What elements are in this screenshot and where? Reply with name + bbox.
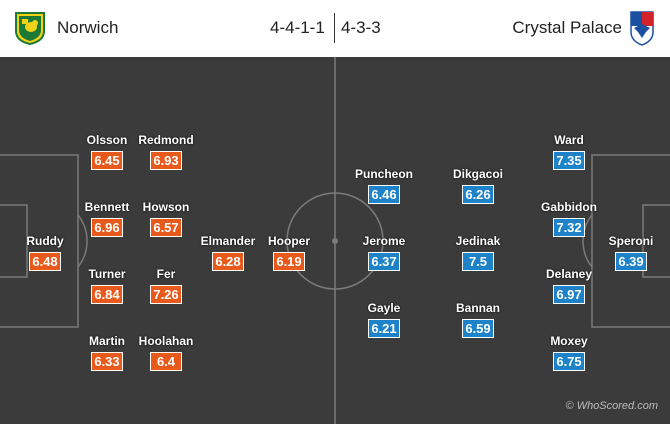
player-home-6: Howson 6.57 — [126, 200, 206, 237]
player-name: Delaney — [545, 267, 593, 281]
player-rating: 6.39 — [615, 252, 647, 271]
player-home-7: Fer 7.26 — [126, 267, 206, 304]
player-rating: 6.4 — [150, 352, 182, 371]
away-formation: 4-3-3 — [341, 18, 381, 37]
player-home-5: Redmond 6.93 — [126, 133, 206, 170]
player-home-1: Olsson 6.45 — [67, 133, 147, 170]
player-home-3: Turner 6.84 — [67, 267, 147, 304]
player-name: Howson — [142, 200, 190, 214]
player-away-6: Ward 7.35 — [529, 133, 609, 170]
player-away-8: Delaney 6.97 — [529, 267, 609, 304]
player-rating: 6.75 — [553, 352, 585, 371]
player-rating: 6.84 — [91, 285, 123, 304]
player-home-8: Hoolahan 6.4 — [126, 334, 206, 371]
player-name: Hooper — [268, 234, 310, 248]
pitch-markings — [0, 57, 670, 424]
player-name: Ruddy — [26, 234, 64, 248]
player-away-5: Bannan 6.59 — [438, 301, 518, 338]
player-name: Olsson — [86, 133, 128, 147]
player-name: Hoolahan — [138, 334, 194, 348]
player-name: Redmond — [138, 133, 194, 147]
player-name: Jedinak — [455, 234, 501, 248]
player-name: Speroni — [608, 234, 654, 248]
player-rating: 6.28 — [212, 252, 244, 271]
crystal-palace-crest-icon — [630, 11, 654, 46]
player-rating: 7.35 — [553, 151, 585, 170]
player-home-4: Martin 6.33 — [67, 334, 147, 371]
home-team-name: Norwich — [57, 18, 119, 37]
player-name: Gayle — [367, 301, 401, 315]
player-rating: 6.19 — [273, 252, 305, 271]
player-name: Ward — [554, 133, 584, 147]
player-rating: 6.93 — [150, 151, 182, 170]
player-name: Elmander — [200, 234, 256, 248]
pitch: Ruddy 6.48 Olsson 6.45 Bennett 6.96 Turn… — [0, 57, 670, 424]
player-rating: 6.97 — [553, 285, 585, 304]
player-rating: 6.48 — [29, 252, 61, 271]
player-rating: 7.5 — [462, 252, 494, 271]
player-rating: 7.26 — [150, 285, 182, 304]
formation-divider — [334, 13, 335, 43]
player-rating: 6.33 — [91, 352, 123, 371]
player-name: Bannan — [455, 301, 500, 315]
player-away-2: Gayle 6.21 — [344, 301, 424, 338]
player-name: Turner — [88, 267, 126, 281]
player-name: Dikgacoi — [452, 167, 503, 181]
player-home-0: Ruddy 6.48 — [5, 234, 85, 271]
away-team-name: Crystal Palace — [512, 18, 622, 37]
player-name: Martin — [89, 334, 125, 348]
player-home-9: Elmander 6.28 — [188, 234, 268, 271]
player-rating: 6.45 — [91, 151, 123, 170]
player-away-9: Moxey 6.75 — [529, 334, 609, 371]
player-away-1: Jerome 6.37 — [344, 234, 424, 271]
player-rating: 6.96 — [91, 218, 123, 237]
norwich-crest-icon — [15, 12, 45, 45]
home-formation: 4-4-1-1 — [270, 18, 325, 37]
player-name: Puncheon — [354, 167, 413, 181]
match-header: Norwich 4-4-1-1 4-3-3 Crystal Palace — [0, 0, 670, 57]
watermark: © WhoScored.com — [565, 400, 658, 412]
player-away-0: Puncheon 6.46 — [344, 167, 424, 204]
player-rating: 6.59 — [462, 319, 494, 338]
player-rating: 6.37 — [368, 252, 400, 271]
player-name: Fer — [156, 267, 176, 281]
player-name: Jerome — [362, 234, 406, 248]
player-away-4: Jedinak 7.5 — [438, 234, 518, 271]
player-rating: 7.32 — [553, 218, 585, 237]
player-name: Bennett — [84, 200, 130, 214]
player-name: Gabbidon — [541, 200, 597, 214]
player-away-10: Speroni 6.39 — [591, 234, 670, 271]
player-rating: 6.46 — [368, 185, 400, 204]
player-away-3: Dikgacoi 6.26 — [438, 167, 518, 204]
player-rating: 6.26 — [462, 185, 494, 204]
player-name: Moxey — [550, 334, 588, 348]
player-rating: 6.21 — [368, 319, 400, 338]
player-away-7: Gabbidon 7.32 — [529, 200, 609, 237]
player-home-2: Bennett 6.96 — [67, 200, 147, 237]
player-rating: 6.57 — [150, 218, 182, 237]
player-home-10: Hooper 6.19 — [249, 234, 329, 271]
